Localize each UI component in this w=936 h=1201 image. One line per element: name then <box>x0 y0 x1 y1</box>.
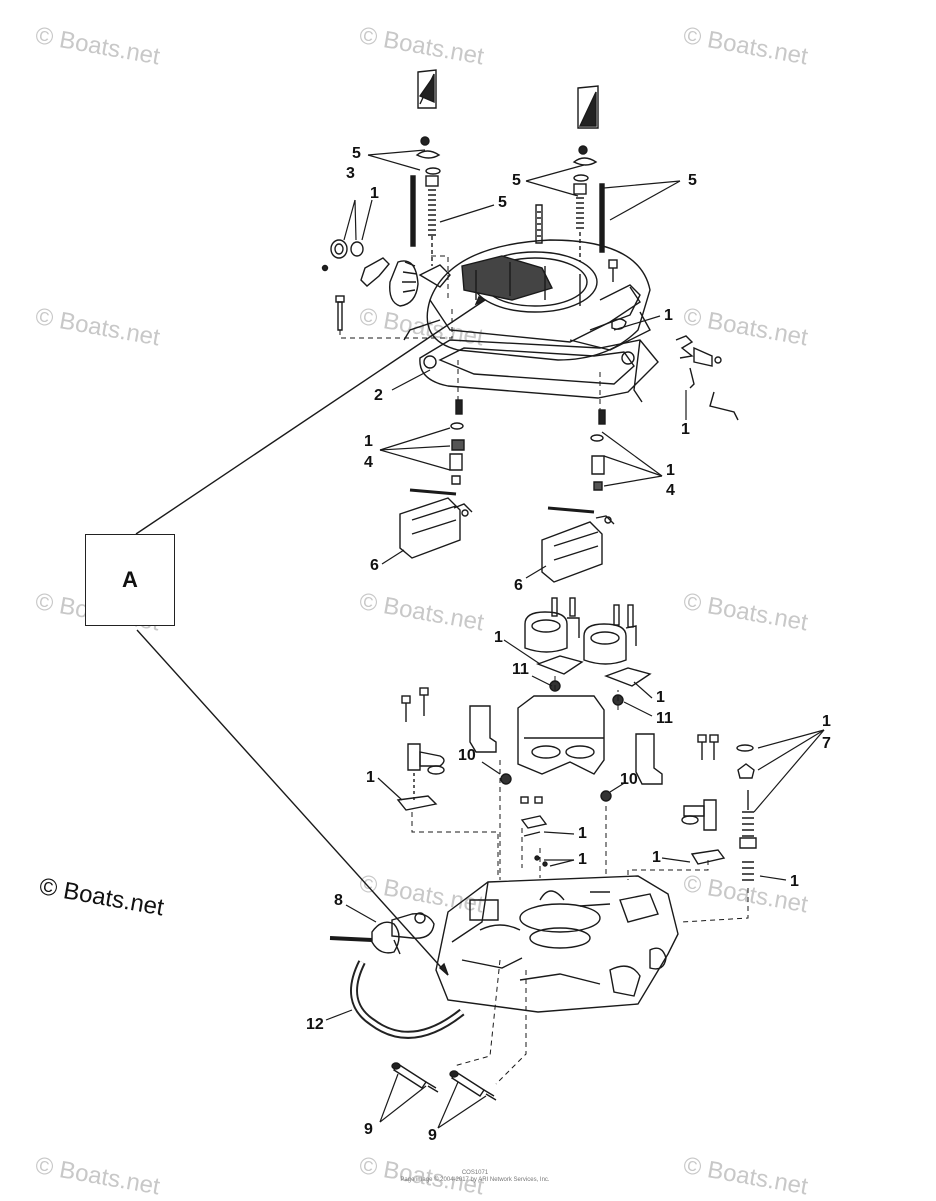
callout-5: 5 <box>498 194 507 211</box>
idle-speed-assembly-right <box>681 734 726 865</box>
air-horn-gasket <box>419 339 659 399</box>
callout-leaders <box>325 149 825 1129</box>
callout-1: 1 <box>578 825 587 842</box>
callout-5: 5 <box>352 145 361 162</box>
air-valve-plate-right <box>577 85 599 129</box>
callout-1: 1 <box>364 433 373 450</box>
footer-copyright: Page image © 2004-2017 by ARI Network Se… <box>400 1177 550 1183</box>
callout-5: 5 <box>512 172 521 189</box>
callout-1: 1 <box>578 851 587 868</box>
idle-speed-assembly-left <box>396 687 445 811</box>
callout-2: 2 <box>374 387 383 404</box>
callout-4: 4 <box>364 454 373 471</box>
metering-rod-assembly-left <box>410 136 441 266</box>
needle-seat-left <box>449 399 465 485</box>
callout-10: 10 <box>620 771 638 788</box>
float-left <box>399 488 473 559</box>
callout-8: 8 <box>334 892 343 909</box>
screw <box>608 259 618 282</box>
vacuum-hose <box>350 960 465 1039</box>
callout-1: 1 <box>790 873 799 890</box>
detail-box-a: A <box>85 534 175 626</box>
choke-parts <box>321 239 419 307</box>
callout-4: 4 <box>666 482 675 499</box>
callout-1: 1 <box>494 629 503 646</box>
air-valve-bracket <box>469 695 663 785</box>
linkage-right <box>633 335 739 421</box>
callout-1: 1 <box>652 849 661 866</box>
mixture-screw <box>736 744 757 881</box>
callout-12: 12 <box>306 1016 324 1033</box>
callout-1: 1 <box>681 421 690 438</box>
callout-1: 1 <box>370 185 379 202</box>
callout-10: 10 <box>458 747 476 764</box>
footer-code: COS1071 <box>461 1170 489 1176</box>
vacuum-break-diaphragm <box>329 912 435 955</box>
air-valve-plate-left <box>417 69 437 109</box>
detail-box-label: A <box>122 567 138 592</box>
idle-mixture-needle-right <box>449 1070 497 1101</box>
small-parts-center <box>500 773 612 867</box>
callout-11: 11 <box>656 710 673 727</box>
screw <box>335 295 345 331</box>
callout-11: 11 <box>512 661 529 678</box>
callout-3: 3 <box>346 165 355 182</box>
callout-6: 6 <box>370 557 379 574</box>
footer: COS1071 Page image © 2004-2017 by ARI Ne… <box>360 1170 590 1184</box>
idle-mixture-needle-left <box>391 1062 439 1093</box>
float-right <box>541 506 615 583</box>
callout-7: 7 <box>822 735 831 752</box>
secondary-metering-housing-left <box>524 597 580 653</box>
callout-5: 5 <box>688 172 697 189</box>
callout-1: 1 <box>656 689 665 706</box>
secondary-metering-housing-right <box>583 604 637 665</box>
callout-1: 1 <box>664 307 673 324</box>
callout-6: 6 <box>514 577 523 594</box>
needle-seat-right <box>590 409 606 491</box>
callout-1: 1 <box>822 713 831 730</box>
alignment-lines <box>339 255 749 1085</box>
callout-1: 1 <box>366 769 375 786</box>
callout-9: 9 <box>428 1127 437 1144</box>
screw <box>535 204 543 244</box>
leader-lines-box-a <box>135 296 487 976</box>
air-horn <box>403 239 651 361</box>
metering-rod-assembly-right <box>572 145 605 262</box>
throttle-body <box>435 875 679 1013</box>
callout-9: 9 <box>364 1121 373 1138</box>
callout-1: 1 <box>666 462 675 479</box>
